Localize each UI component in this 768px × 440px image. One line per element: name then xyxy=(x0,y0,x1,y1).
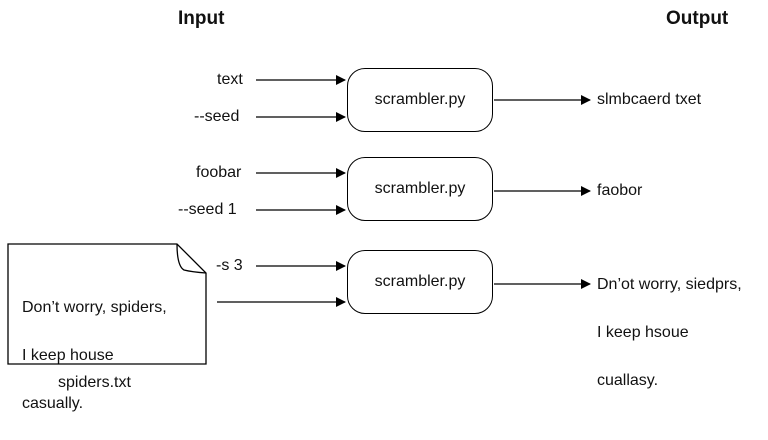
scrambler-process-box: scrambler.py xyxy=(347,68,493,132)
connector-layer xyxy=(7,75,591,365)
scrambler-process-box: scrambler.py xyxy=(347,250,493,314)
input-label: -s 3 xyxy=(216,257,243,274)
output-header: Output xyxy=(666,8,729,29)
file-contents: Don’t worry, spiders, I keep house casua… xyxy=(22,272,167,440)
file-document-shape xyxy=(7,243,207,365)
input-label: --seed xyxy=(194,108,240,125)
output-label: faobor xyxy=(597,182,643,199)
file-fold-corner xyxy=(176,243,207,274)
file-line: casually. xyxy=(22,395,84,412)
output-line: Dn’ot worry, siedprs, xyxy=(597,276,742,293)
input-header: Input xyxy=(178,8,225,29)
file-line: I keep house xyxy=(22,347,114,364)
input-label: --seed 1 xyxy=(178,201,237,218)
scrambler-process-box: scrambler.py xyxy=(347,157,493,221)
file-line: Don’t worry, spiders, xyxy=(22,299,167,316)
process-label: scrambler.py xyxy=(374,91,466,108)
input-label: foobar xyxy=(196,164,242,181)
input-label: text xyxy=(217,71,243,88)
process-label: scrambler.py xyxy=(374,273,466,290)
process-label: scrambler.py xyxy=(374,180,466,197)
output-multiline: Dn’ot worry, siedprs, I keep hsoue cuall… xyxy=(597,249,742,417)
file-name: spiders.txt xyxy=(58,374,131,391)
output-label: slmbcaerd txet xyxy=(597,91,702,108)
output-line: cuallasy. xyxy=(597,372,659,389)
output-line: I keep hsoue xyxy=(597,324,689,341)
